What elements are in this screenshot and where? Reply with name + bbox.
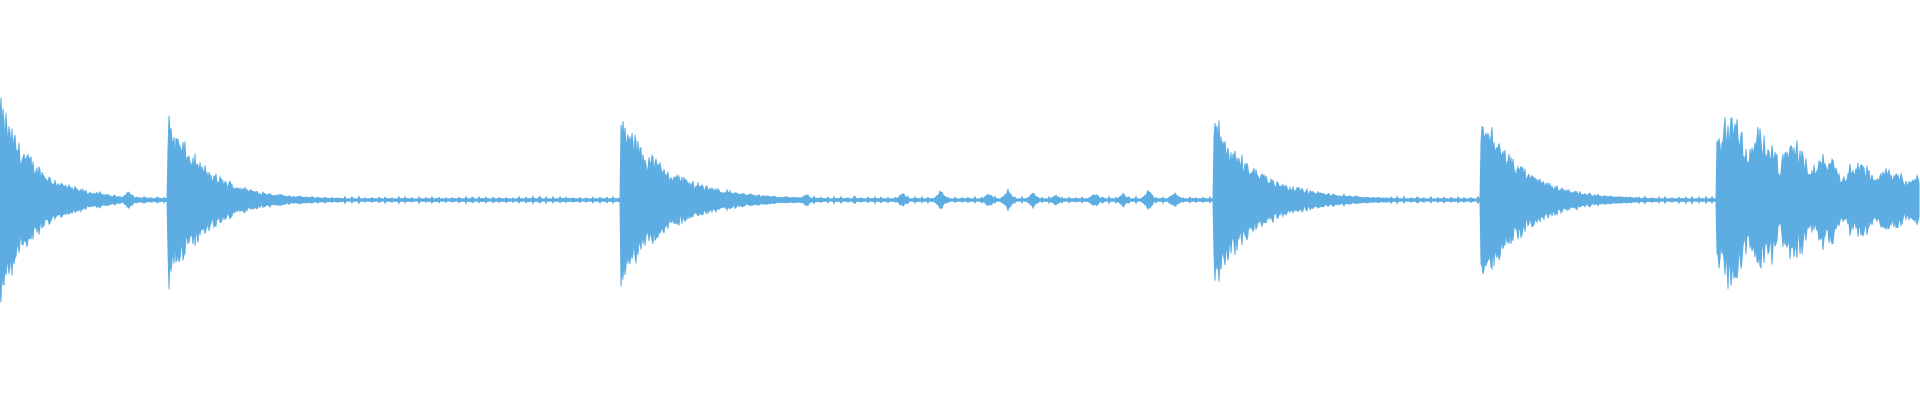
waveform-path — [0, 97, 1920, 303]
